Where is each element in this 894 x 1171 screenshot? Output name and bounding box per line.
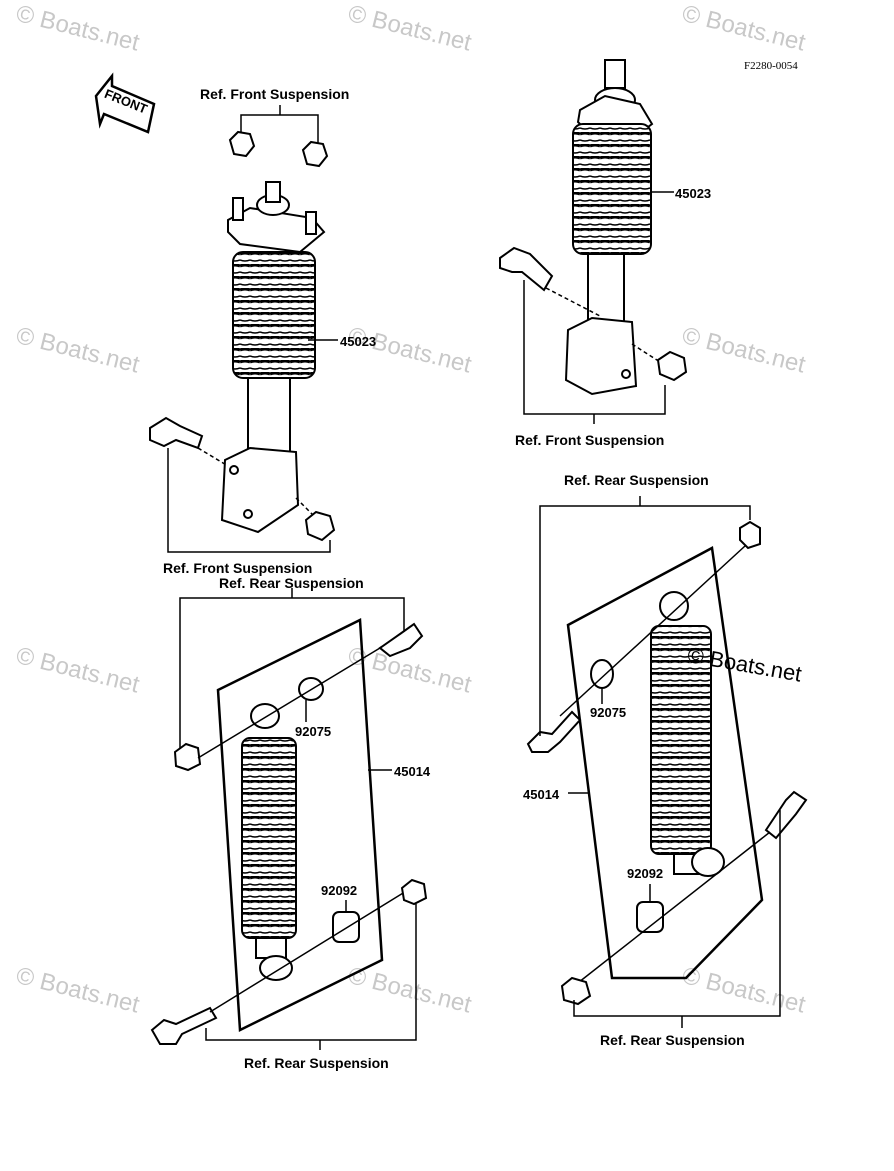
front-shock-absorber-left — [149, 105, 338, 553]
part-number-45023[interactable]: 45023 — [340, 334, 377, 349]
ref-rear-suspension-label: Ref. Rear Suspension — [600, 1032, 745, 1048]
rear-shock-absorber-right — [526, 496, 808, 1028]
part-number-45014[interactable]: 45014 — [523, 787, 560, 802]
ref-front-suspension-label: Ref. Front Suspension — [163, 560, 313, 576]
part-number-92092[interactable]: 92092 — [321, 883, 358, 898]
ref-rear-suspension-label: Ref. Rear Suspension — [564, 472, 709, 488]
ref-rear-suspension-label: Ref. Rear Suspension — [244, 1055, 389, 1071]
part-number-45023[interactable]: 45023 — [675, 186, 712, 201]
part-number-45014[interactable]: 45014 — [394, 764, 431, 779]
ref-front-suspension-label: Ref. Front Suspension — [515, 432, 665, 448]
part-number-92075[interactable]: 92075 — [590, 705, 627, 720]
part-number-92075[interactable]: 92075 — [295, 724, 332, 739]
front-shock-absorber-right — [499, 59, 688, 424]
rear-shock-absorber-left — [150, 588, 428, 1050]
ref-rear-suspension-label: Ref. Rear Suspension — [219, 575, 364, 591]
ref-front-suspension-label: Ref. Front Suspension — [200, 86, 350, 102]
diagram-code: F2280-0054 — [744, 60, 798, 72]
part-number-92092[interactable]: 92092 — [627, 866, 664, 881]
front-direction-arrow — [94, 72, 156, 134]
